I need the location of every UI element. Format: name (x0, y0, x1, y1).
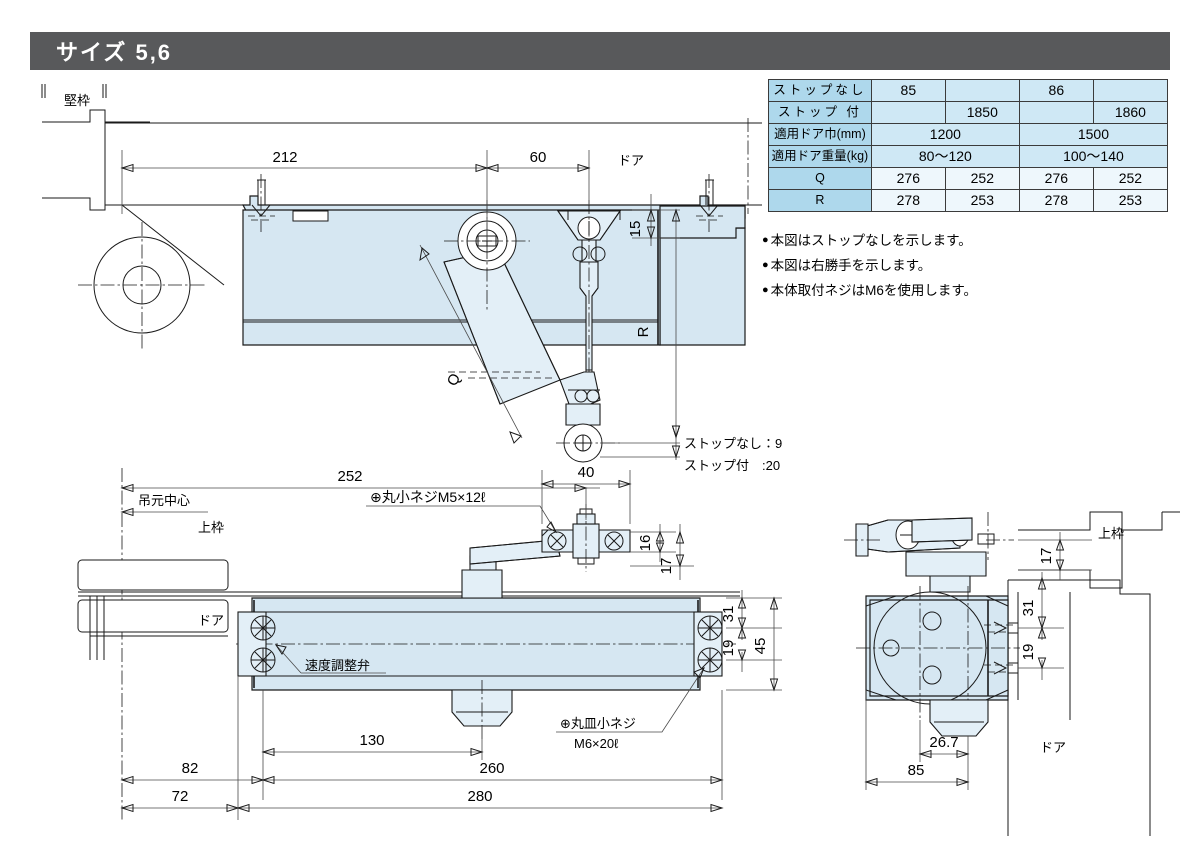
elevation-view: 252 吊元中心 上枠 ドア ⊕丸小ネジM5×12ℓ 40 (77, 464, 782, 822)
label-head-frame: 上枠 (198, 520, 224, 535)
cell: 1200 (870, 123, 1020, 146)
table-row: ストップなし 85 86 (768, 79, 1169, 102)
dim-31: 31 (720, 606, 737, 623)
cell: 278 (1018, 189, 1094, 212)
page-title-bar: サイズ 5,6 (30, 32, 1170, 70)
plan-view: 212 60 15 R Q (41, 84, 782, 473)
dim-31-side: 31 (1020, 600, 1037, 617)
label-door-side: ドア (1040, 740, 1066, 755)
spec-table: ストップなし 85 86 ストップ 付 1850 1860 適用ドア巾(mm) … (768, 79, 1169, 212)
notes-list: ● 本図はストップなしを示します。 ● 本図は右勝手を示します。 ● 本体取付ネ… (762, 228, 977, 303)
cell: 85 (870, 79, 946, 102)
dim-19: 19 (720, 640, 737, 657)
note-item: ● 本図は右勝手を示します。 (762, 253, 977, 278)
cell: 1860 (1092, 101, 1169, 124)
row-label: 適用ドア巾(mm) (768, 123, 872, 146)
note-item: ● 本図はストップなしを示します。 (762, 228, 977, 253)
dim-60: 60 (530, 149, 547, 166)
cell (1018, 101, 1094, 124)
note-text: 本図は右勝手を示します。 (770, 258, 932, 273)
table-row: R 278 253 278 253 (768, 189, 1169, 212)
table-row: 適用ドア巾(mm) 1200 1500 (768, 123, 1169, 146)
dim-17: 17 (658, 558, 675, 575)
page-title: サイズ 5,6 (56, 40, 173, 65)
label-head-frame-side: 上枠 (1098, 526, 1124, 541)
note-stop: ストップ付 :20 (684, 458, 780, 473)
cell: 253 (944, 189, 1020, 212)
dim-16: 16 (637, 535, 654, 552)
note-text: 本体取付ネジはM6を使用します。 (770, 283, 978, 298)
dim-72: 72 (172, 788, 189, 805)
label-speed-valve: 速度調整弁 (305, 658, 370, 673)
label-door-elev: ドア (198, 613, 224, 628)
cell: 252 (944, 167, 1020, 190)
dim-15: 15 (627, 221, 644, 238)
bullet-icon: ● (762, 234, 769, 246)
dim-212: 212 (272, 149, 297, 166)
dim-Q: Q (444, 371, 464, 389)
cell (1092, 79, 1169, 102)
dim-82: 82 (182, 760, 199, 777)
cell: 100〜140 (1018, 145, 1169, 168)
dim-19-side: 19 (1020, 644, 1037, 661)
dim-R: R (635, 326, 652, 337)
dim-85: 85 (908, 762, 925, 779)
bullet-icon: ● (762, 284, 769, 296)
dim-260: 260 (479, 760, 504, 777)
label-jamb: 堅枠 (64, 93, 90, 108)
side-view: 上枠 ドア 17 31 19 (844, 511, 1180, 836)
row-label: ストップなし (768, 79, 872, 102)
note-text: 本図はストップなしを示します。 (770, 233, 972, 248)
dim-45: 45 (752, 638, 769, 655)
dim-252: 252 (337, 468, 362, 485)
row-label: ストップ 付 (768, 101, 872, 124)
label-screw-m6-1: ⊕丸皿小ネジ (560, 716, 636, 731)
note-item: ● 本体取付ネジはM6を使用します。 (762, 278, 977, 303)
dim-40: 40 (578, 464, 595, 481)
bullet-icon: ● (762, 259, 769, 271)
table-row: 適用ドア重量(kg) 80〜120 100〜140 (768, 145, 1169, 168)
label-door-plan: ドア (618, 153, 644, 168)
cell: 252 (1092, 167, 1169, 190)
cell: 278 (870, 189, 946, 212)
dim-17-side: 17 (1038, 548, 1055, 565)
cell: 1850 (944, 101, 1020, 124)
table-row: ストップ 付 1850 1860 (768, 101, 1169, 124)
label-screw-m6-2: M6×20ℓ (574, 736, 619, 751)
dim-130: 130 (359, 732, 384, 749)
cell: 276 (1018, 167, 1094, 190)
cell: 86 (1018, 79, 1094, 102)
dim-280: 280 (467, 788, 492, 805)
label-screw-m5: ⊕丸小ネジM5×12ℓ (370, 489, 486, 505)
row-label: R (768, 189, 872, 212)
cell: 253 (1092, 189, 1169, 212)
dim-26-7: 26.7 (929, 734, 958, 751)
label-hinge-center: 吊元中心 (138, 493, 190, 508)
note-nostop: ストップなし：9 (684, 436, 782, 451)
